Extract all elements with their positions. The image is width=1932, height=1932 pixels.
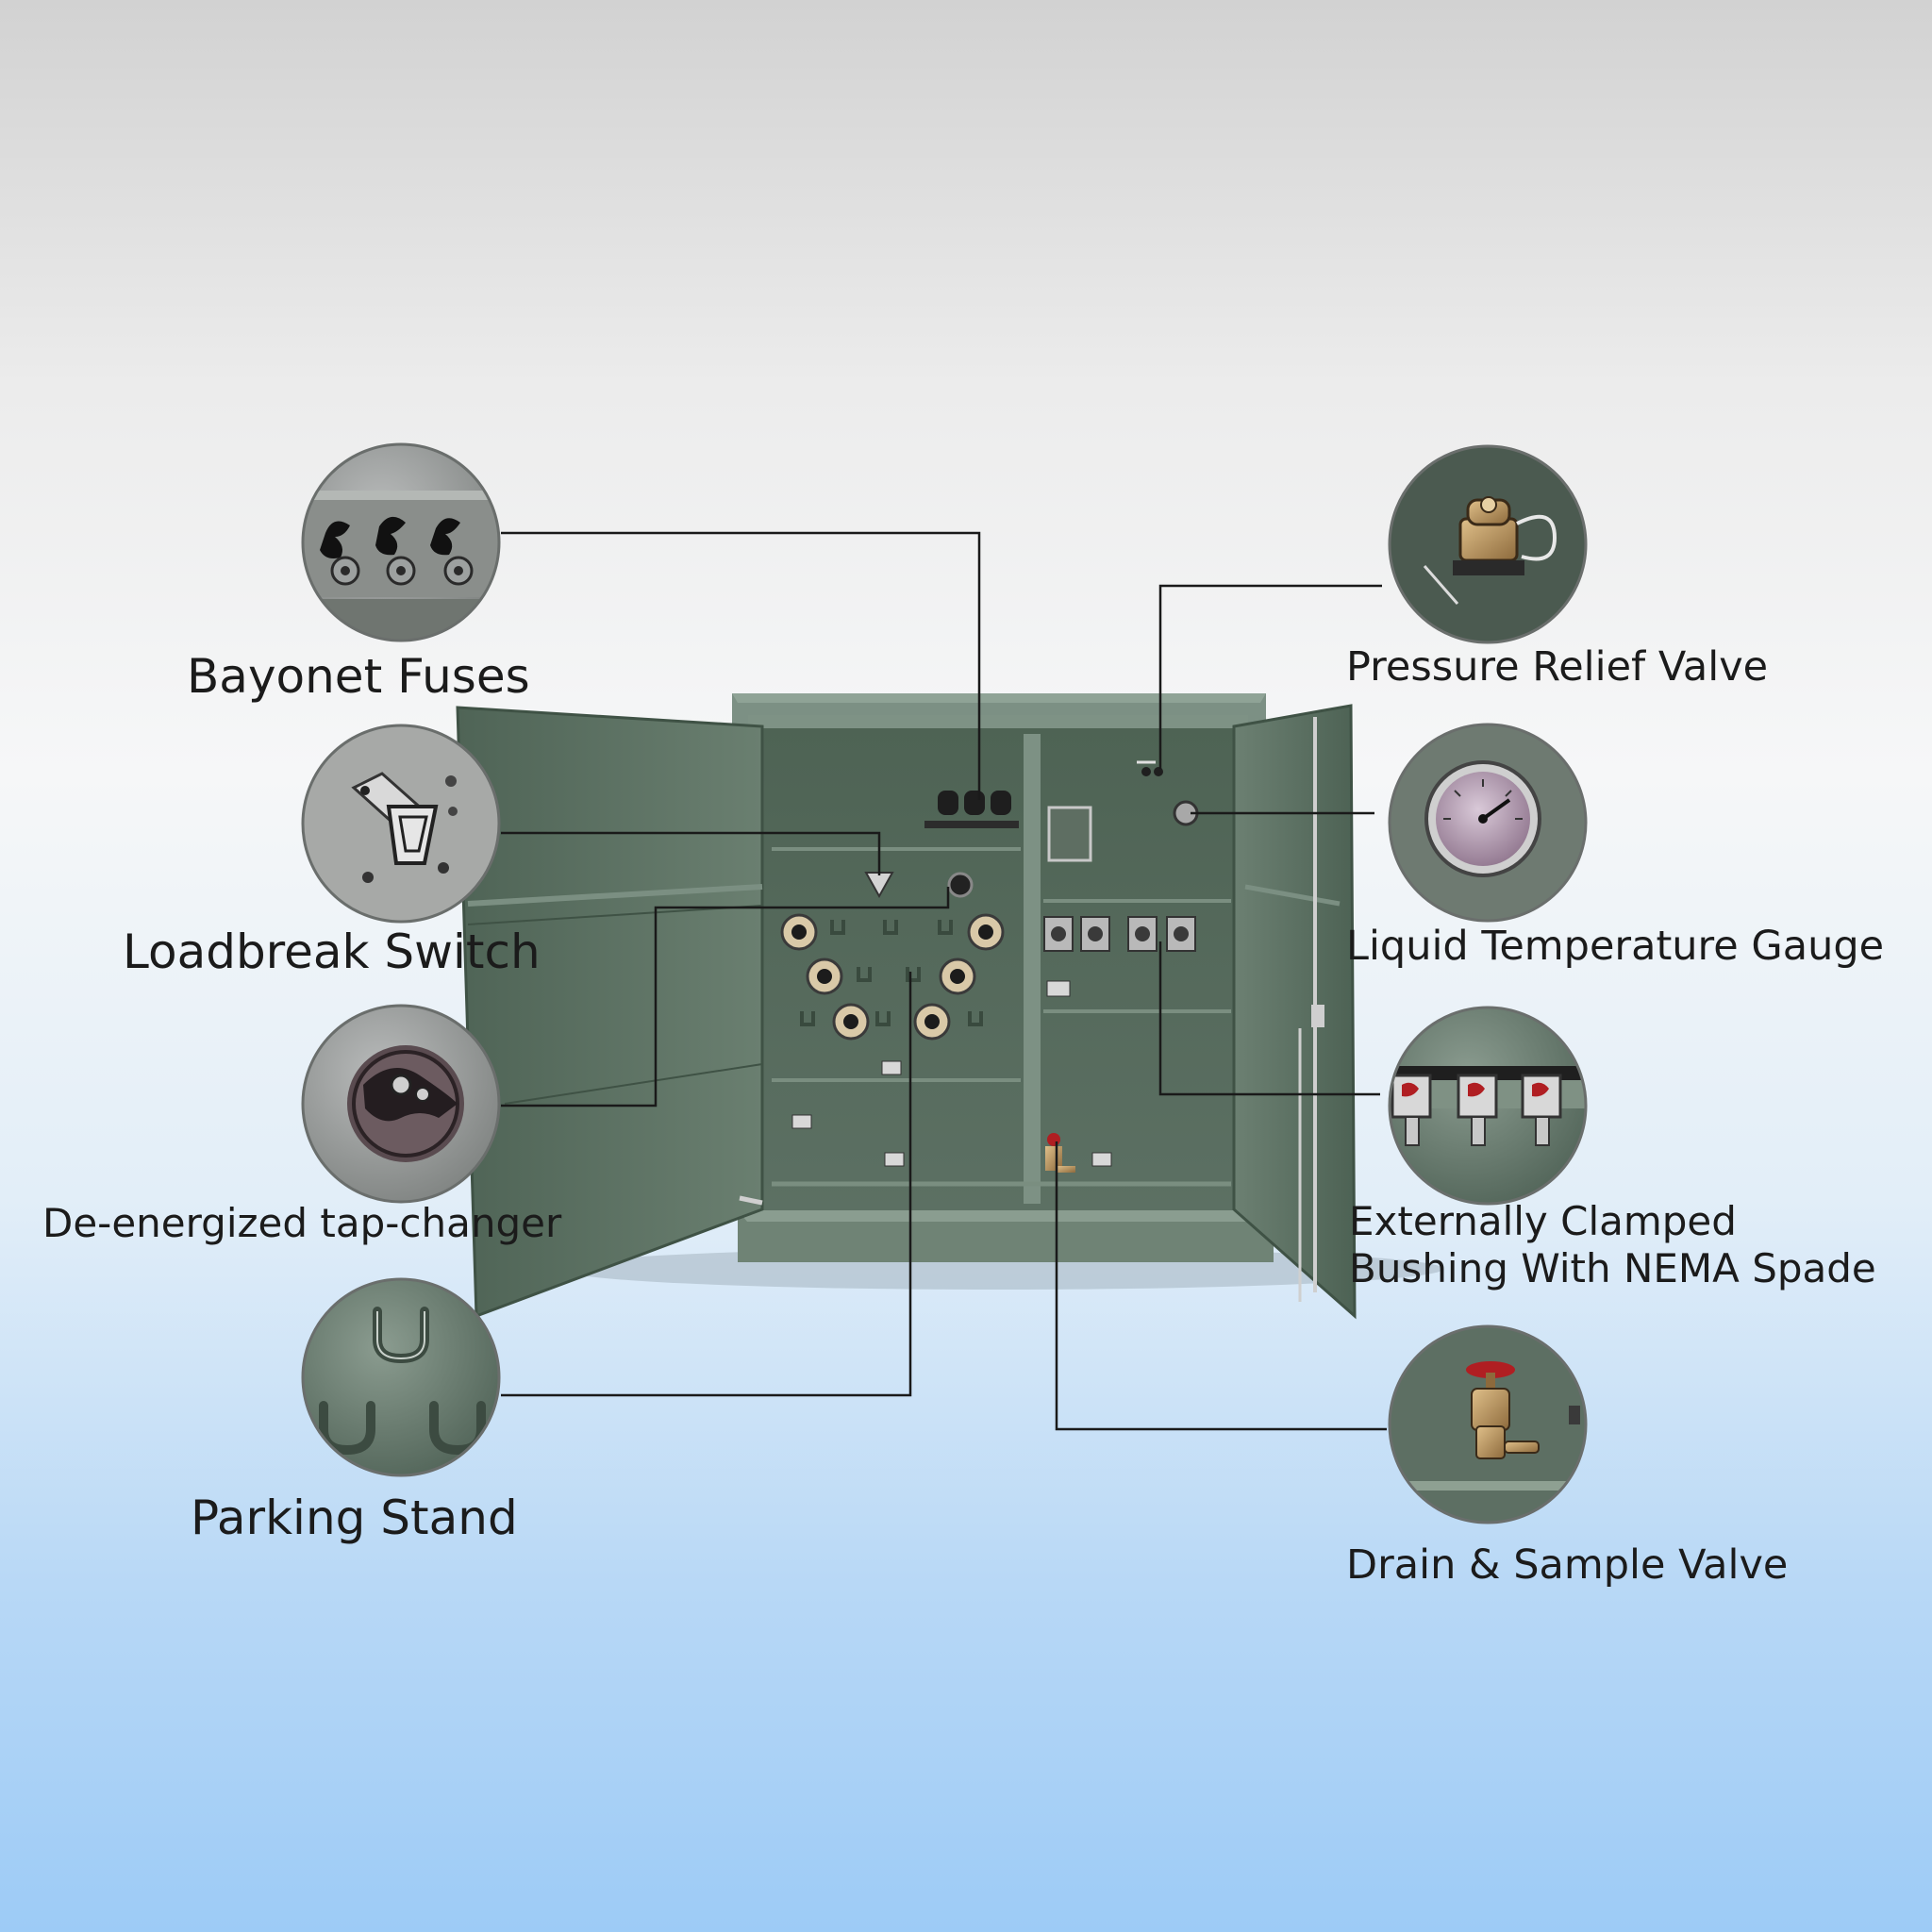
cabinet-hv-bushings	[780, 913, 1005, 1041]
cabinet-pressure-relief-valve	[1137, 760, 1163, 776]
pressure-relief-valve-photo	[1388, 444, 1588, 644]
leader-parking-stand	[501, 972, 912, 1397]
loadbreak-switch-label: Loadbreak Switch	[123, 924, 541, 979]
loadbreak-switch-photo	[301, 724, 501, 924]
leader-bayonet-fuses	[501, 531, 981, 800]
leader-clamped-bushing	[1158, 941, 1380, 1096]
clamped-bushing-label: Externally Clamped Bushing With NEMA Spa…	[1349, 1198, 1876, 1292]
tap-changer-photo	[301, 1004, 501, 1204]
drain-sample-valve-photo	[1388, 1324, 1588, 1524]
tap-changer-label: De-energized tap-changer	[42, 1200, 562, 1246]
clamped-bushing-photo	[1388, 1006, 1588, 1206]
bayonet-fuses-photo	[301, 442, 501, 642]
pressure-relief-valve-label: Pressure Relief Valve	[1346, 643, 1769, 691]
bayonet-fuses-label: Bayonet Fuses	[187, 649, 530, 704]
leader-tap-changer	[501, 887, 950, 1108]
clamped-bushing-label-line1: Externally Clamped	[1349, 1198, 1737, 1244]
leader-lines	[501, 531, 1387, 1431]
cabinet-right-door	[1232, 704, 1357, 1320]
leader-drain-valve	[1055, 1141, 1387, 1431]
liquid-temperature-gauge-label: Liquid Temperature Gauge	[1346, 923, 1885, 970]
leader-loadbreak-switch	[501, 831, 881, 875]
cabinet-tap-changer	[947, 872, 974, 898]
transformer-cabinet	[456, 693, 1443, 1320]
clamped-bushing-label-line2: Bushing With NEMA Spade	[1349, 1245, 1876, 1291]
cabinet-drain-valve	[1045, 1133, 1075, 1173]
cabinet-bayonet-fuses	[924, 791, 1019, 828]
parking-stand-photo	[301, 1277, 501, 1477]
liquid-temperature-gauge-photo	[1388, 723, 1588, 923]
cabinet-nameplate	[1047, 806, 1092, 862]
drain-sample-valve-label: Drain & Sample Valve	[1346, 1541, 1789, 1589]
parking-stand-label: Parking Stand	[191, 1491, 518, 1545]
cabinet-lv-bushings	[1043, 916, 1196, 952]
cabinet-parking-stands	[800, 920, 983, 1026]
leader-pressure-relief-valve	[1158, 584, 1382, 769]
